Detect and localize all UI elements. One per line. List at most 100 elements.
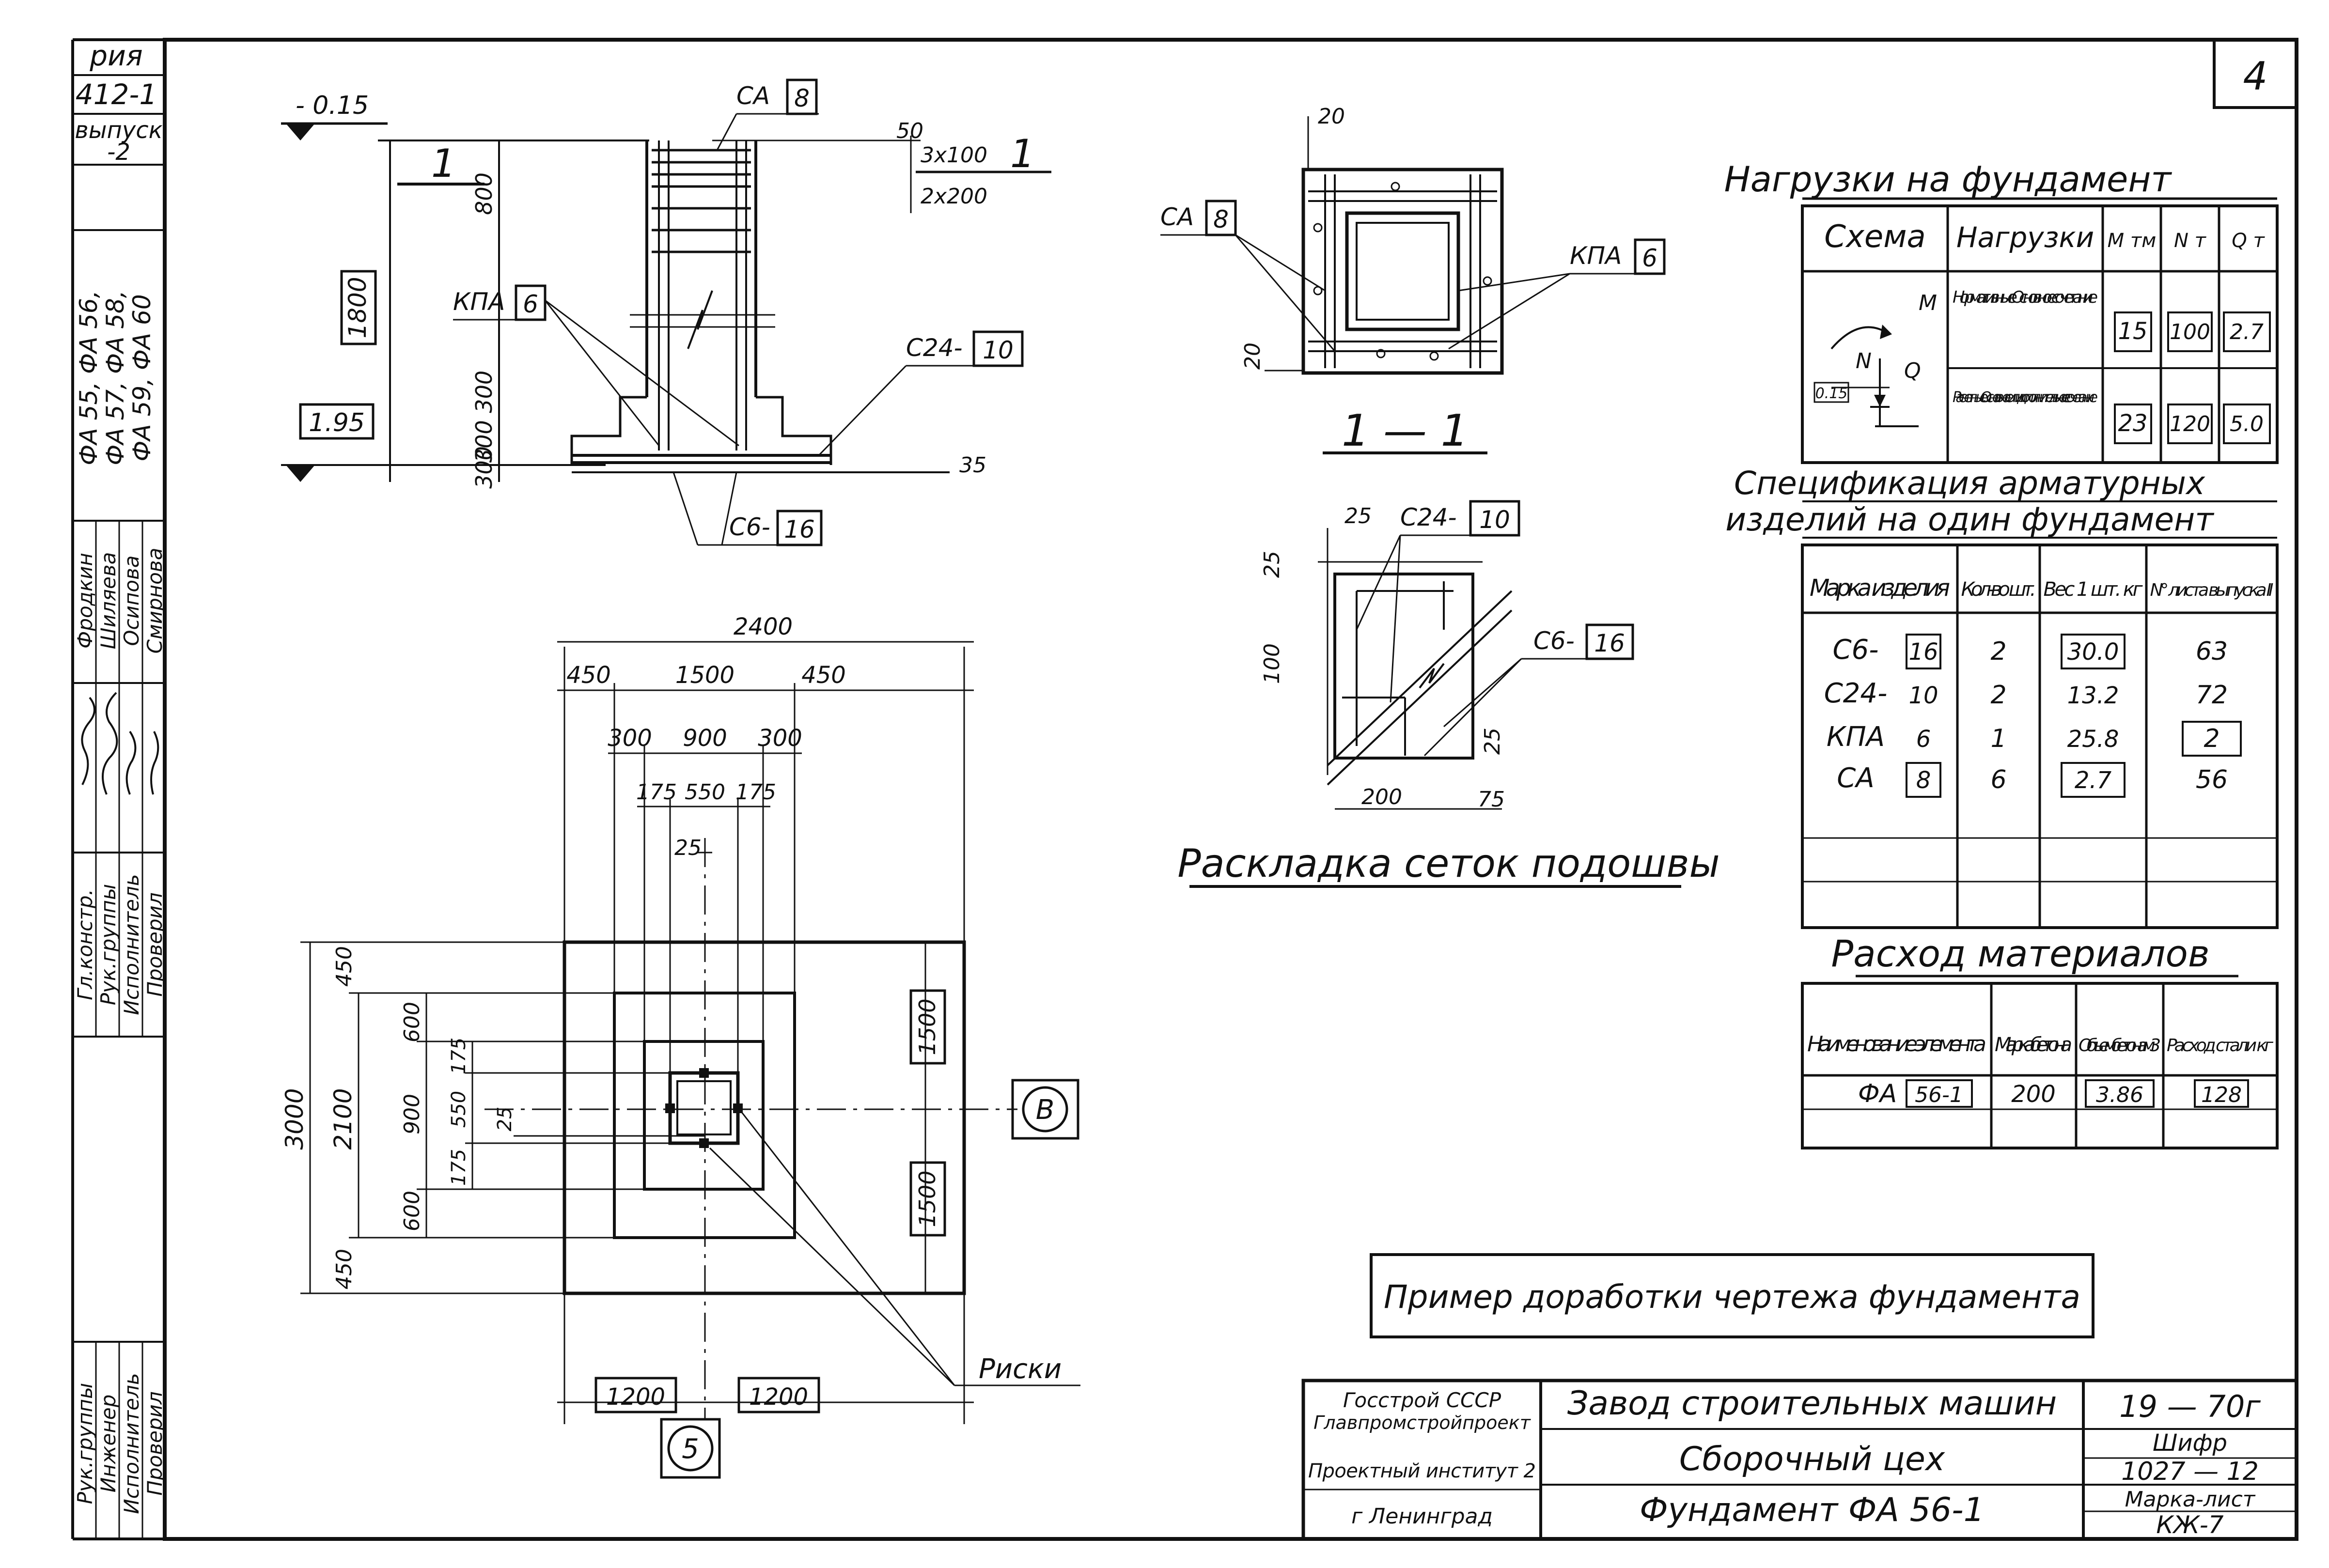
strip-bottom-role-3: Исполнитель	[120, 1373, 143, 1514]
svg-text:1200: 1200	[606, 1383, 665, 1411]
callout-c6-16: С6- 16	[672, 472, 823, 546]
mesh-dim-25-left: 25	[1260, 551, 1284, 578]
svg-text:КПА: КПА	[1827, 721, 1885, 753]
svg-text:1500: 1500	[675, 662, 735, 689]
svg-text:Расход стали кг: Расход стали кг	[2167, 1036, 2274, 1056]
height-step-bottom: 300	[471, 446, 497, 489]
svg-text:СА: СА	[1160, 203, 1194, 231]
svg-text:56-1: 56-1	[1915, 1083, 1963, 1107]
svg-text:8: 8	[1916, 767, 1931, 794]
sheet-number: 4	[2243, 54, 2268, 99]
svg-text:2.7: 2.7	[2230, 320, 2264, 344]
rebar-2x200: 2x200	[921, 184, 987, 209]
section-dim-20-left: 20	[1240, 342, 1265, 370]
strip-role-3: Исполнитель	[120, 874, 143, 1015]
svg-text:128: 128	[2201, 1083, 2242, 1107]
svg-text:13.2: 13.2	[2067, 682, 2119, 709]
svg-text:10: 10	[1479, 506, 1510, 534]
mesh-dim-75: 75	[1478, 787, 1505, 812]
level-top: - 0.15	[296, 91, 369, 120]
rebar-3x100: 3x100	[921, 143, 987, 168]
svg-text:56: 56	[2196, 765, 2228, 794]
svg-text:1500: 1500	[914, 998, 940, 1055]
spec-table: Спецификация арматурных изделий на один …	[1725, 465, 2279, 929]
note-caption: Пример доработки чертежа фундамента	[1384, 1278, 2080, 1316]
mesh-callout-c24: С24- 10	[1356, 500, 1520, 703]
svg-text:С6-: С6-	[1833, 634, 1879, 666]
axis-b-label: В	[1036, 1094, 1054, 1126]
note-box: Пример доработки чертежа фундамента	[1370, 1253, 2095, 1338]
strip-bottom-role-2: Инженер	[96, 1395, 120, 1493]
strip-name-4: Смирнова	[143, 548, 167, 654]
plan-axes: 5 В	[485, 838, 1079, 1479]
mesh-title: Раскладка сеток подошвы	[1177, 841, 1719, 886]
svg-text:Марка изделия: Марка изделия	[1810, 574, 1950, 602]
svg-text:10: 10	[983, 336, 1014, 364]
svg-text:2: 2	[2204, 724, 2220, 753]
svg-text:1500: 1500	[914, 1170, 940, 1227]
svg-text:3.86: 3.86	[2096, 1083, 2143, 1107]
scheme-level: 0.15	[1815, 385, 1848, 402]
section-marker-right: 1	[1010, 131, 1035, 176]
mesh-dim-25-top: 25	[1344, 504, 1372, 528]
load-row-1-label: Нормативные. Основное сочетание	[1953, 288, 2098, 307]
svg-text:Расход материалов: Расход материалов	[1831, 932, 2209, 975]
svg-text:С6-: С6-	[729, 513, 770, 541]
sheet-frame	[163, 38, 2298, 1541]
section-callout-ca: СА 8	[1160, 200, 1336, 352]
scheme-n: N	[1856, 349, 1872, 373]
svg-text:М тм: М тм	[2108, 230, 2157, 252]
tb-mark-label: Марка-лист	[2125, 1487, 2256, 1512]
svg-text:8: 8	[794, 84, 810, 112]
svg-text:175: 175	[448, 1038, 470, 1074]
mesh-callout-c6: С6- 16	[1423, 623, 1634, 757]
plan-step-middle	[614, 993, 794, 1238]
svg-text:16: 16	[784, 515, 815, 543]
svg-text:900: 900	[400, 1094, 424, 1134]
svg-text:16: 16	[1594, 629, 1625, 657]
svg-text:Нагрузки: Нагрузки	[1956, 221, 2094, 254]
svg-text:КПА: КПА	[1570, 242, 1622, 270]
strip-series-4: -2	[107, 139, 130, 166]
svg-text:30.0: 30.0	[2067, 638, 2119, 666]
svg-text:Марка бетона: Марка бетона	[1995, 1034, 2072, 1056]
section-marker-left: 1	[431, 141, 456, 186]
svg-text:25: 25	[674, 836, 702, 860]
svg-text:С24-: С24-	[1400, 503, 1457, 531]
strip-name-2: Шиляева	[96, 552, 120, 650]
svg-text:6: 6	[1916, 726, 1931, 753]
tb-cipher-label: Шифр	[2153, 1429, 2227, 1457]
org-1: Госстрой СССР	[1343, 1388, 1501, 1412]
svg-text:2400: 2400	[734, 613, 793, 640]
mesh-layout-view: 25 25 100 25 200 75 С24- 10 С6- 16 Раскл…	[1177, 500, 1720, 888]
svg-text:СА: СА	[736, 82, 770, 110]
title-block: Госстрой СССР Главпромстройпроект Проект…	[1301, 1379, 2298, 1541]
svg-text:450: 450	[566, 662, 611, 689]
svg-text:2: 2	[1990, 637, 2006, 666]
svg-text:100: 100	[2170, 320, 2210, 344]
strip-mark-3: ФА 59, ФА 60	[128, 294, 156, 461]
svg-text:175: 175	[448, 1149, 470, 1186]
axis-5-label: 5	[682, 1433, 699, 1465]
materials-row-1: ФА 56-1 200 3.86 128	[1858, 1079, 2249, 1108]
org-2: Главпромстройпроект	[1313, 1412, 1532, 1433]
svg-text:300: 300	[608, 725, 652, 752]
strip-role-4: Проверил	[143, 892, 167, 996]
section-callout-kpa: КПА 6	[1448, 238, 1666, 350]
scheme-m: М	[1919, 291, 1937, 315]
org-3: Проектный институт 2	[1308, 1460, 1536, 1482]
svg-text:175: 175	[636, 780, 677, 805]
scheme-q: Q	[1904, 358, 1921, 383]
elevation-view: - 0.15 1.95 1 1800 800 300 300 300	[281, 78, 1051, 546]
plan-column-inner	[676, 1080, 732, 1135]
plan-dimensions: 2400 450 1500 450 300 900 300 175 550 17…	[281, 613, 1080, 1424]
height-steps: 300 300	[471, 371, 497, 463]
mesh-dim-100: 100	[1260, 643, 1284, 684]
strip-series-3: выпуск	[75, 117, 162, 144]
svg-text:15: 15	[2118, 318, 2147, 345]
signature-2	[102, 692, 118, 795]
svg-text:Объем бетона м3: Объем бетона м3	[2079, 1036, 2161, 1056]
svg-text:600: 600	[400, 1191, 424, 1231]
svg-text:8: 8	[1213, 205, 1229, 233]
